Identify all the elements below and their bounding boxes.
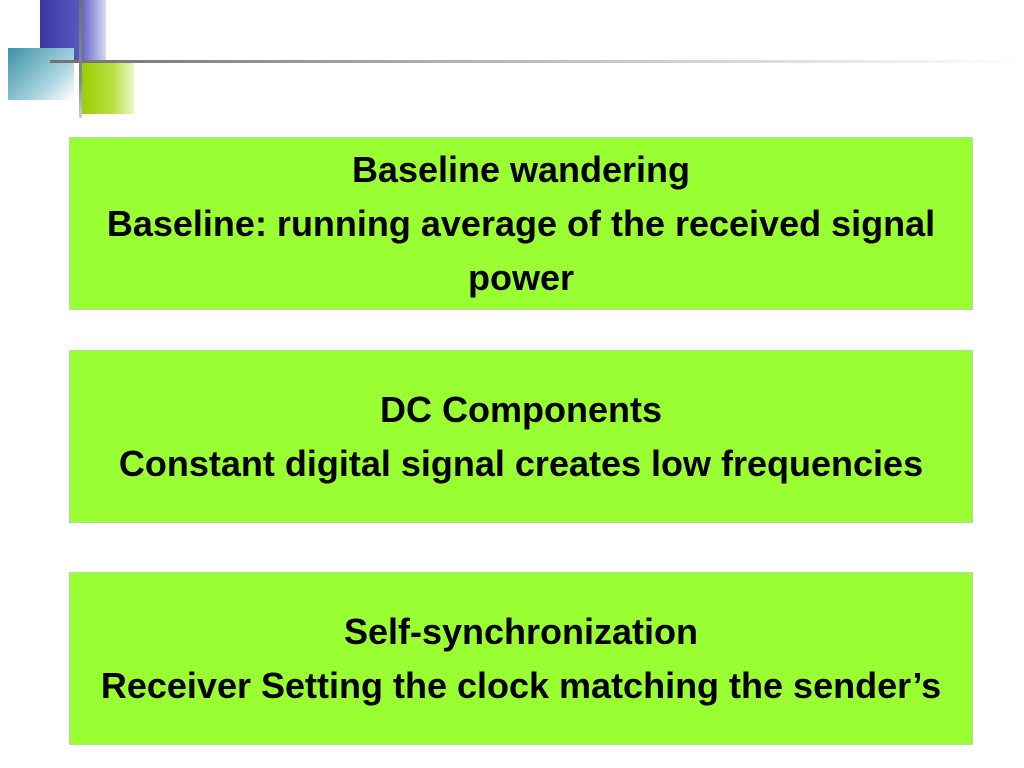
deco-green-square: [80, 62, 134, 114]
text-box-self-synchronization: Self-synchronization Receiver Setting th…: [69, 572, 973, 745]
deco-horizontal-line: [50, 60, 1024, 63]
box-heading: Baseline wandering: [351, 148, 691, 190]
corner-decoration: [0, 0, 1024, 120]
deco-vertical-line: [79, 0, 82, 118]
box-heading: DC Components: [380, 388, 662, 430]
deco-cyan-square: [8, 48, 74, 100]
text-box-baseline-wandering: Baseline wandering Baseline: running ave…: [69, 137, 973, 310]
text-box-dc-components: DC Components Constant digital signal cr…: [69, 350, 973, 523]
box-heading: Self-synchronization: [343, 610, 699, 652]
box-text: Baseline: running average of the receive…: [106, 202, 936, 298]
box-text: Receiver Setting the clock matching the …: [100, 664, 942, 706]
box-text: Constant digital signal creates low freq…: [118, 442, 924, 484]
